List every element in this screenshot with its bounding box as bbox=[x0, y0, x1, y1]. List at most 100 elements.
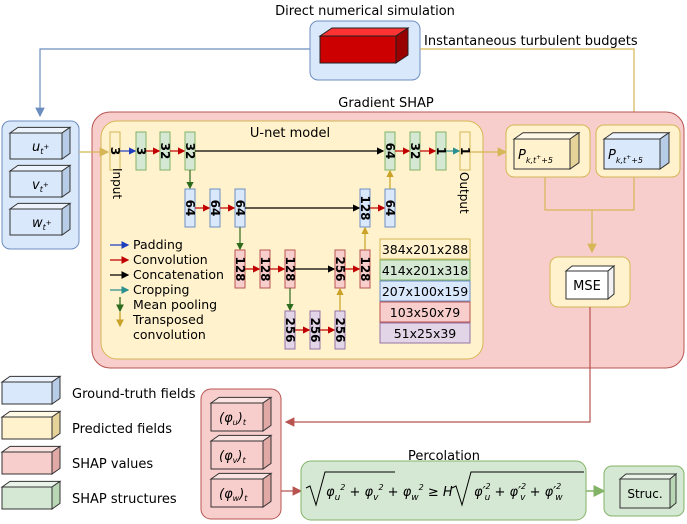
input-label-w: wt+ bbox=[32, 216, 52, 232]
percolation-label: Percolation bbox=[408, 449, 480, 464]
svg-text:256: 256 bbox=[283, 317, 297, 342]
gradient-shap-label: Gradient SHAP bbox=[338, 96, 434, 111]
shap-label-w: (φw)t bbox=[219, 487, 248, 503]
input-label-u: ut+ bbox=[32, 140, 49, 156]
op-legend-item-1: Convolution bbox=[110, 252, 208, 267]
svg-text:Cropping: Cropping bbox=[133, 282, 189, 297]
resolution-row-0: 384x201x288 bbox=[379, 238, 471, 260]
layer-output: 1 bbox=[458, 131, 472, 171]
dns-to-target-arrow bbox=[420, 48, 639, 122]
svg-text:32: 32 bbox=[158, 143, 172, 160]
dns-to-inputs-arrow bbox=[35, 48, 310, 118]
field-legend-label-3: SHAP structures bbox=[72, 492, 177, 507]
svg-text:Mean pooling: Mean pooling bbox=[133, 297, 217, 312]
layer-enc2-a: 64 bbox=[183, 188, 197, 228]
prediction-cube bbox=[512, 131, 581, 170]
turbulent-budgets-label: Instantaneous turbulent budgets bbox=[424, 34, 638, 49]
shap-label-u: (φu)t bbox=[219, 411, 247, 427]
layer-enc1-b: 32 bbox=[158, 131, 172, 171]
field-legend-label-0: Ground-truth fields bbox=[72, 387, 196, 402]
prediction-to-mse-arrow bbox=[544, 177, 597, 254]
shap-label-v: (φv)t bbox=[219, 449, 246, 465]
prediction-label: Pk,t++5 bbox=[518, 148, 553, 165]
mse-to-shap-arrow bbox=[284, 307, 591, 427]
svg-text:Concatenation: Concatenation bbox=[133, 267, 224, 282]
unet-output-label: Output bbox=[457, 172, 471, 214]
layer-enc3-c: 128 bbox=[283, 249, 297, 289]
structures-label: Struc. bbox=[627, 487, 662, 501]
target-cube bbox=[602, 131, 671, 170]
svg-text:64: 64 bbox=[208, 200, 222, 217]
svg-text:128: 128 bbox=[358, 195, 372, 220]
svg-text:64: 64 bbox=[233, 200, 247, 217]
resolution-row-3: 103x50x79 bbox=[379, 301, 471, 323]
op-legend-item-2: Concatenation bbox=[110, 267, 224, 282]
layer-enc1-a: 3 bbox=[134, 131, 148, 171]
layer-dec3-a: 256 bbox=[333, 249, 347, 289]
layer-dec2-b: 64 bbox=[383, 188, 397, 228]
layer-bottleneck-a: 256 bbox=[283, 310, 297, 350]
layer-dec2-a: 128 bbox=[358, 188, 372, 228]
input-cube-w bbox=[8, 202, 72, 236]
op-legend-item-0: Padding bbox=[110, 237, 183, 252]
svg-text:103x50x79: 103x50x79 bbox=[390, 305, 461, 320]
svg-text:32: 32 bbox=[183, 143, 197, 160]
svg-text:207x100x159: 207x100x159 bbox=[382, 284, 468, 299]
layer-enc3-b: 128 bbox=[258, 249, 272, 289]
svg-text:convolution: convolution bbox=[133, 327, 206, 342]
layer-enc3-a: 128 bbox=[233, 249, 247, 289]
svg-text:384x201x288: 384x201x288 bbox=[382, 242, 468, 257]
svg-text:φ′2u + φ′2v + φ′2w: φ′2u + φ′2v + φ′2w bbox=[474, 482, 563, 503]
field-legend-cube-3 bbox=[0, 480, 62, 510]
field-legend-cube-1 bbox=[0, 410, 62, 440]
svg-text:3: 3 bbox=[108, 147, 122, 155]
layer-input: 3 bbox=[108, 131, 122, 171]
field-legend-label-1: Predicted fields bbox=[72, 422, 172, 437]
svg-text:128: 128 bbox=[358, 256, 372, 281]
layer-enc2-c: 64 bbox=[233, 188, 247, 228]
input-label-v: vt+ bbox=[32, 178, 49, 194]
layer-enc1-c: 32 bbox=[183, 131, 197, 171]
shap-cube-v bbox=[209, 434, 273, 470]
svg-text:256: 256 bbox=[333, 317, 347, 342]
resolution-row-4: 51x25x39 bbox=[379, 322, 471, 344]
svg-text:Convolution: Convolution bbox=[133, 252, 208, 267]
svg-text:1: 1 bbox=[434, 147, 448, 155]
unet-input-label: Input bbox=[110, 168, 124, 199]
op-legend-item-3: Cropping bbox=[110, 282, 189, 297]
input-cube-u bbox=[8, 126, 72, 160]
svg-text:51x25x39: 51x25x39 bbox=[394, 326, 457, 341]
structures-cube bbox=[618, 472, 678, 510]
svg-text:32: 32 bbox=[408, 143, 422, 160]
layer-bottleneck-c: 256 bbox=[333, 310, 347, 350]
op-legend-item-4: Mean pooling bbox=[116, 297, 217, 313]
layer-dec1-a: 64 bbox=[383, 131, 397, 171]
svg-text:3: 3 bbox=[134, 147, 148, 155]
svg-text:128: 128 bbox=[283, 256, 297, 281]
svg-text:64: 64 bbox=[183, 200, 197, 217]
resolution-row-2: 207x100x159 bbox=[379, 280, 471, 302]
field-legend-cube-2 bbox=[0, 445, 62, 475]
layer-dec3-b: 128 bbox=[358, 249, 372, 289]
target-to-mse-line bbox=[592, 177, 635, 211]
shap-cube-u bbox=[209, 396, 273, 432]
shap-cube-w bbox=[209, 472, 273, 508]
resolution-row-1: 414x201x318 bbox=[379, 259, 471, 281]
svg-text:128: 128 bbox=[258, 256, 272, 281]
field-legend-cube-0 bbox=[0, 375, 62, 405]
dns-label: Direct numerical simulation bbox=[275, 4, 455, 19]
svg-text:Transposed: Transposed bbox=[132, 312, 204, 327]
layer-enc2-b: 64 bbox=[208, 188, 222, 228]
unet-label: U-net model bbox=[250, 126, 330, 141]
svg-text:128: 128 bbox=[233, 256, 247, 281]
svg-text:64: 64 bbox=[383, 200, 397, 217]
svg-text:414x201x318: 414x201x318 bbox=[382, 263, 468, 278]
mse-cube bbox=[564, 264, 616, 301]
field-legend-label-2: SHAP values bbox=[72, 457, 153, 472]
target-label: Pk,t++5 bbox=[608, 148, 643, 165]
svg-text:Padding: Padding bbox=[133, 237, 183, 252]
dns-cube bbox=[318, 27, 410, 64]
